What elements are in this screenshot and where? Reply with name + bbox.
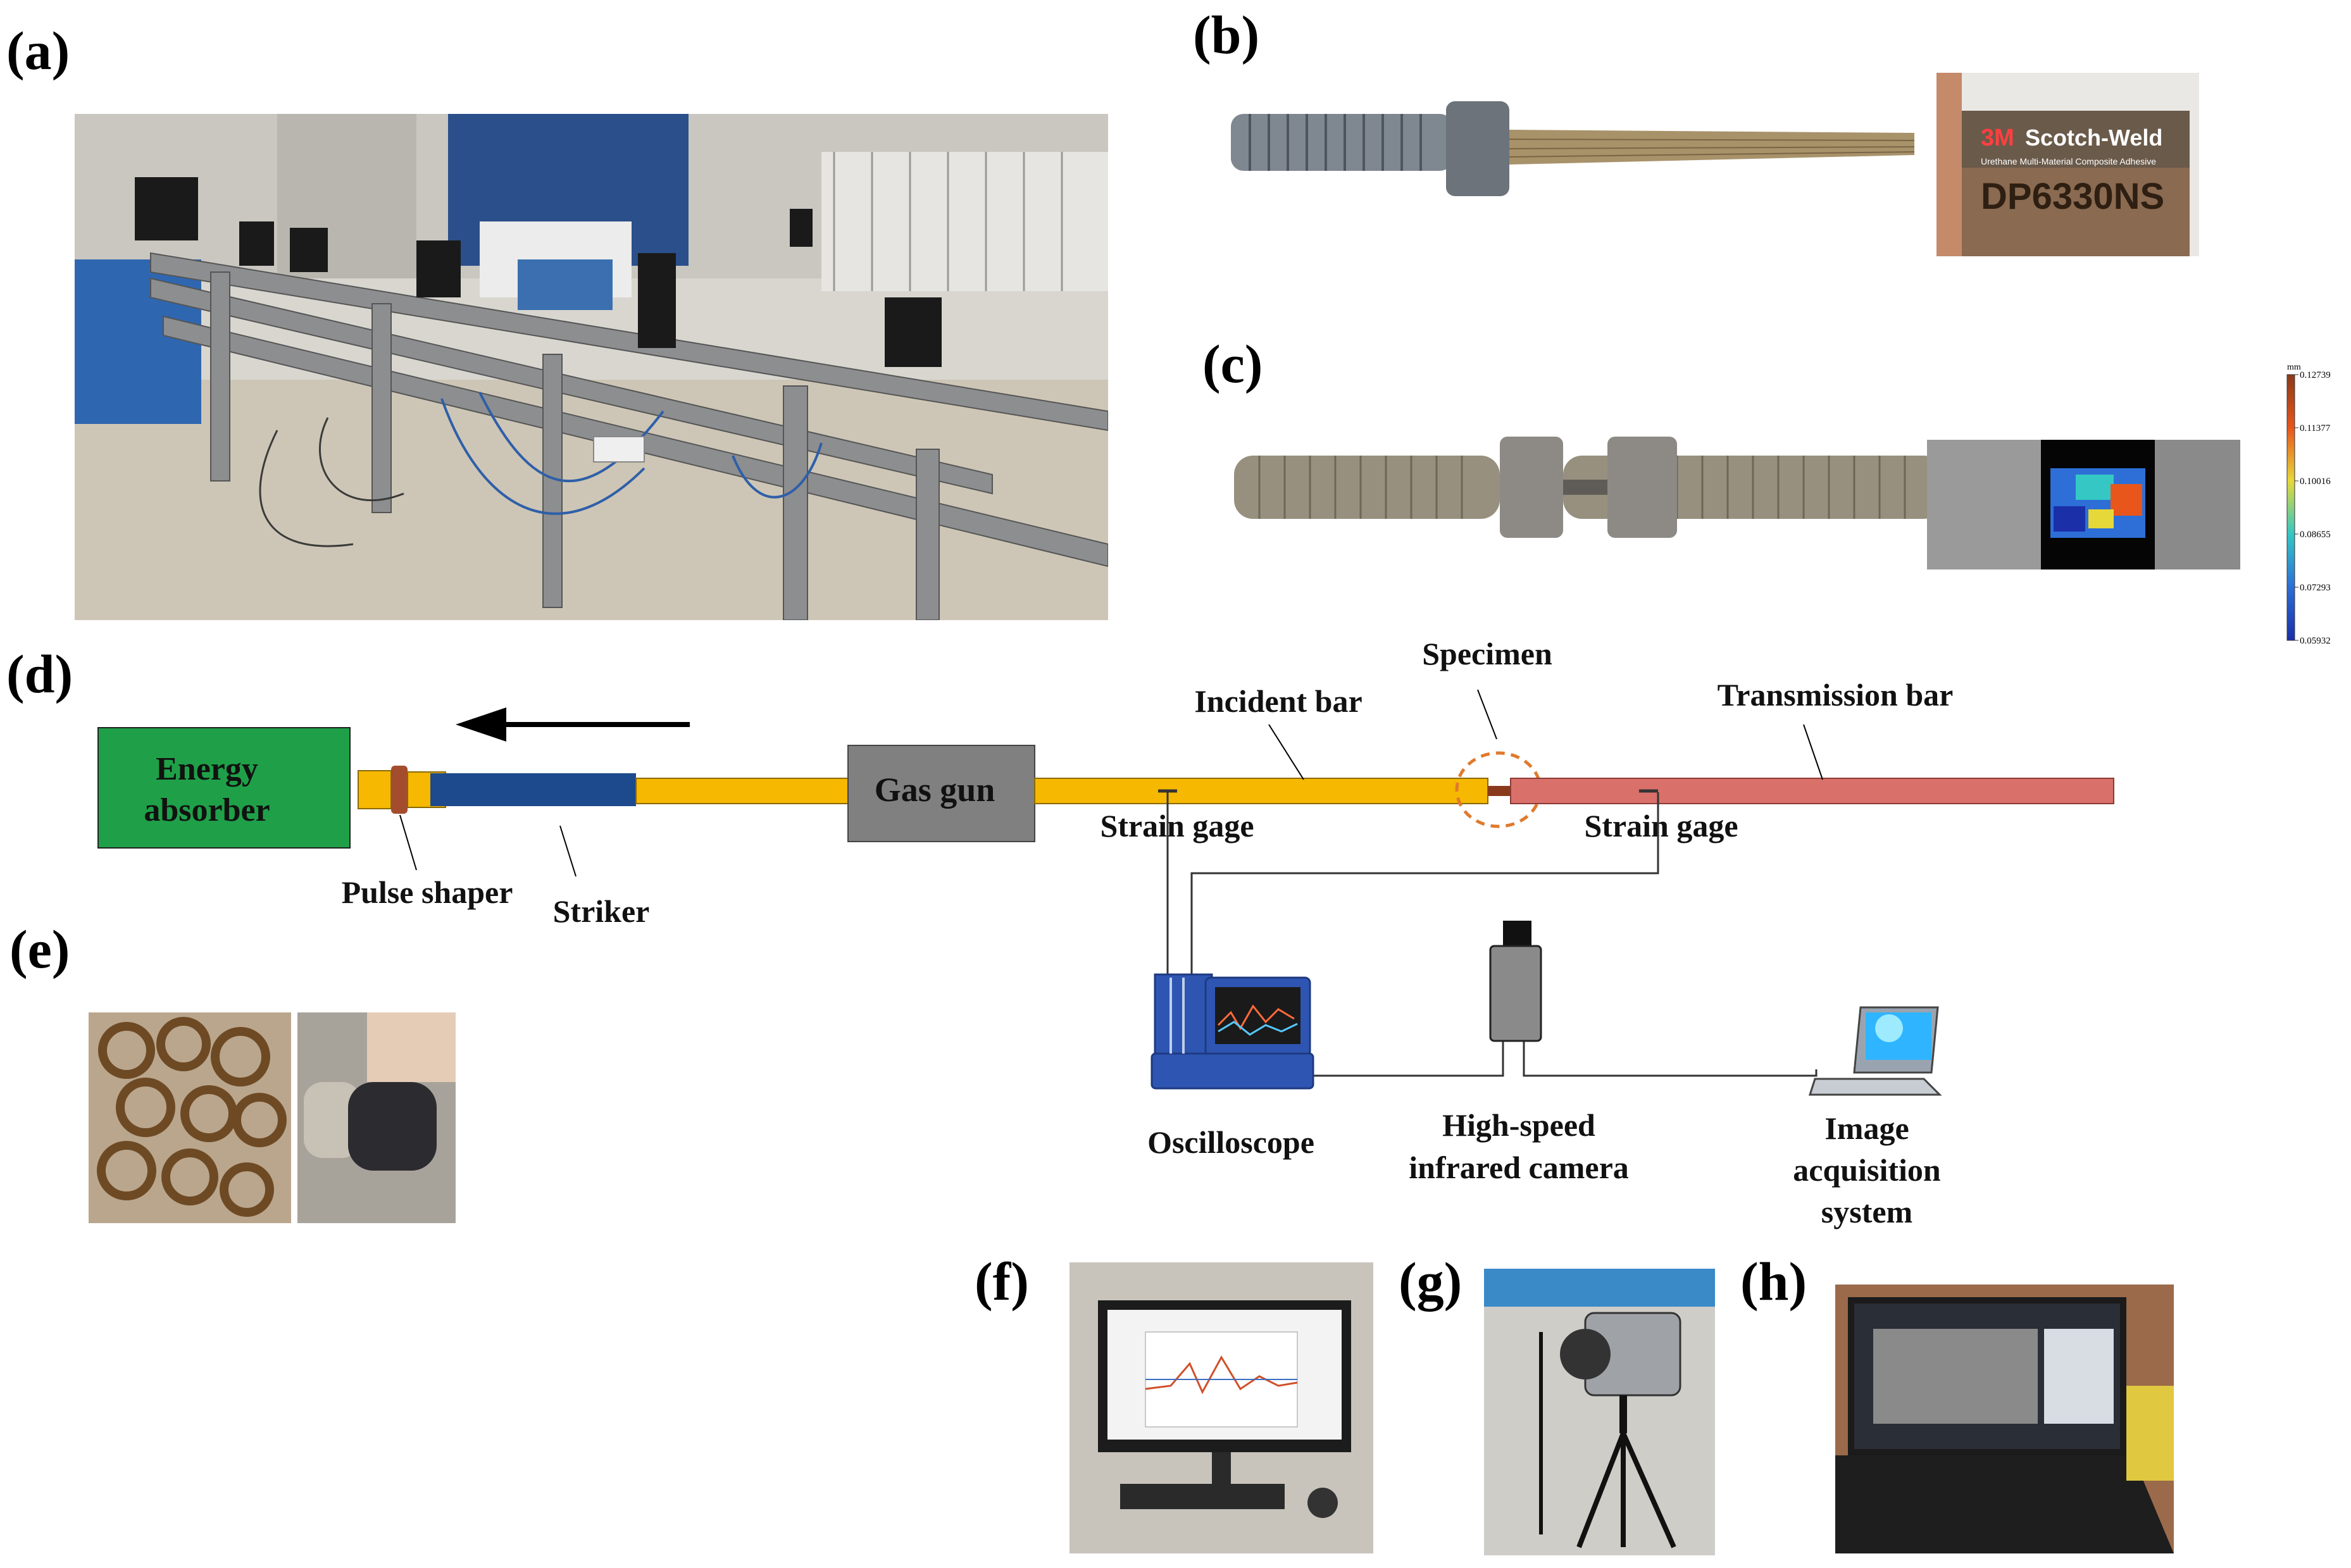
energy-absorber-label-line1: Energy <box>156 751 258 787</box>
launch-tube <box>635 778 849 804</box>
camera-label-line1: High-speed <box>1442 1107 1595 1143</box>
panel-label-d: (d) <box>6 644 73 704</box>
shpb-schematic: Energy absorber Gas gun Specimen Inciden… <box>97 636 2114 1229</box>
incident-bar-label: Incident bar <box>1194 683 1362 719</box>
panel-label-f: (f) <box>975 1251 1029 1312</box>
pulse-shaper-label: Pulse shaper <box>342 874 513 910</box>
transmission-bar <box>1510 778 2114 804</box>
adhesive-cartridge-photo: 3M Scotch-Weld Urethane Multi-Material C… <box>1936 73 2199 256</box>
colorbar-tick-label: 0.12739 <box>2300 370 2331 380</box>
strain-gage-1-label: Strain gage <box>1100 808 1254 843</box>
colorbar: mm 0.12739 0.11377 0.10016 0.08655 0.07293 0.… <box>2286 363 2331 645</box>
specimen-label: Specimen <box>1422 636 1552 671</box>
acquisition-label-line1: Image <box>1824 1111 1909 1146</box>
energy-absorber-box <box>97 727 351 849</box>
tensile-specimen-photo <box>1234 430 1949 544</box>
bar-specimen-photo <box>1231 95 1927 202</box>
adhesive-brand: 3M <box>1981 125 2014 151</box>
striker-bar <box>430 773 636 806</box>
colorbar-unit: mm <box>2287 363 2301 372</box>
specimen <box>1488 786 1511 796</box>
colorbar-tick-label: 0.07293 <box>2300 583 2331 593</box>
panel-label-e: (e) <box>9 919 70 980</box>
colorbar-tick-label: 0.05932 <box>2300 636 2331 645</box>
energy-absorber-label-line2: absorber <box>144 792 270 828</box>
strain-gage-2-label: Strain gage <box>1584 808 1738 843</box>
infrared-camera-photo <box>1484 1269 1715 1555</box>
acquisition-label-line2: acquisition <box>1793 1152 1941 1188</box>
adhesive-product-name: Scotch-Weld <box>2025 125 2162 151</box>
panel-label-h: (h) <box>1740 1251 1807 1312</box>
striker-label: Striker <box>553 893 650 929</box>
laptop-acquisition-photo <box>1835 1285 2174 1553</box>
pulse-shaper <box>391 766 408 814</box>
panel-label-c: (c) <box>1202 333 1263 394</box>
signal-wires <box>1166 792 1818 1077</box>
panel-label-a: (a) <box>6 20 70 81</box>
gas-gun-box <box>847 745 1035 842</box>
oscilloscope-photo <box>1069 1262 1373 1553</box>
adhesive-subtitle: Urethane Multi-Material Composite Adhesi… <box>1981 156 2156 166</box>
pulse-shaper-photo <box>89 1012 456 1223</box>
absorber-bar <box>358 770 392 809</box>
gas-gun-label: Gas gun <box>875 771 995 809</box>
panel-label-g: (g) <box>1399 1251 1462 1312</box>
lab-setup-photo <box>75 114 1108 620</box>
colorbar-tick-label: 0.08655 <box>2300 530 2331 540</box>
adhesive-product-code: DP6330NS <box>1981 176 2164 217</box>
dic-strain-map <box>1927 440 2240 569</box>
oscilloscope-label: Oscilloscope <box>1147 1124 1314 1160</box>
panel-label-b: (b) <box>1193 4 1260 65</box>
incident-bar <box>1034 778 1488 804</box>
transmission-bar-label: Transmission bar <box>1718 677 1954 712</box>
colorbar-tick-label: 0.11377 <box>2300 423 2331 433</box>
colorbar-tick-label: 0.10016 <box>2300 476 2331 487</box>
acquisition-label-line3: system <box>1821 1194 1912 1229</box>
laptop-icon <box>1808 1006 1942 1096</box>
infrared-camera-icon <box>1489 921 1542 1042</box>
oscilloscope-icon <box>1151 973 1314 1090</box>
camera-label-line2: infrared camera <box>1409 1150 1629 1185</box>
arrow-head <box>456 707 506 742</box>
